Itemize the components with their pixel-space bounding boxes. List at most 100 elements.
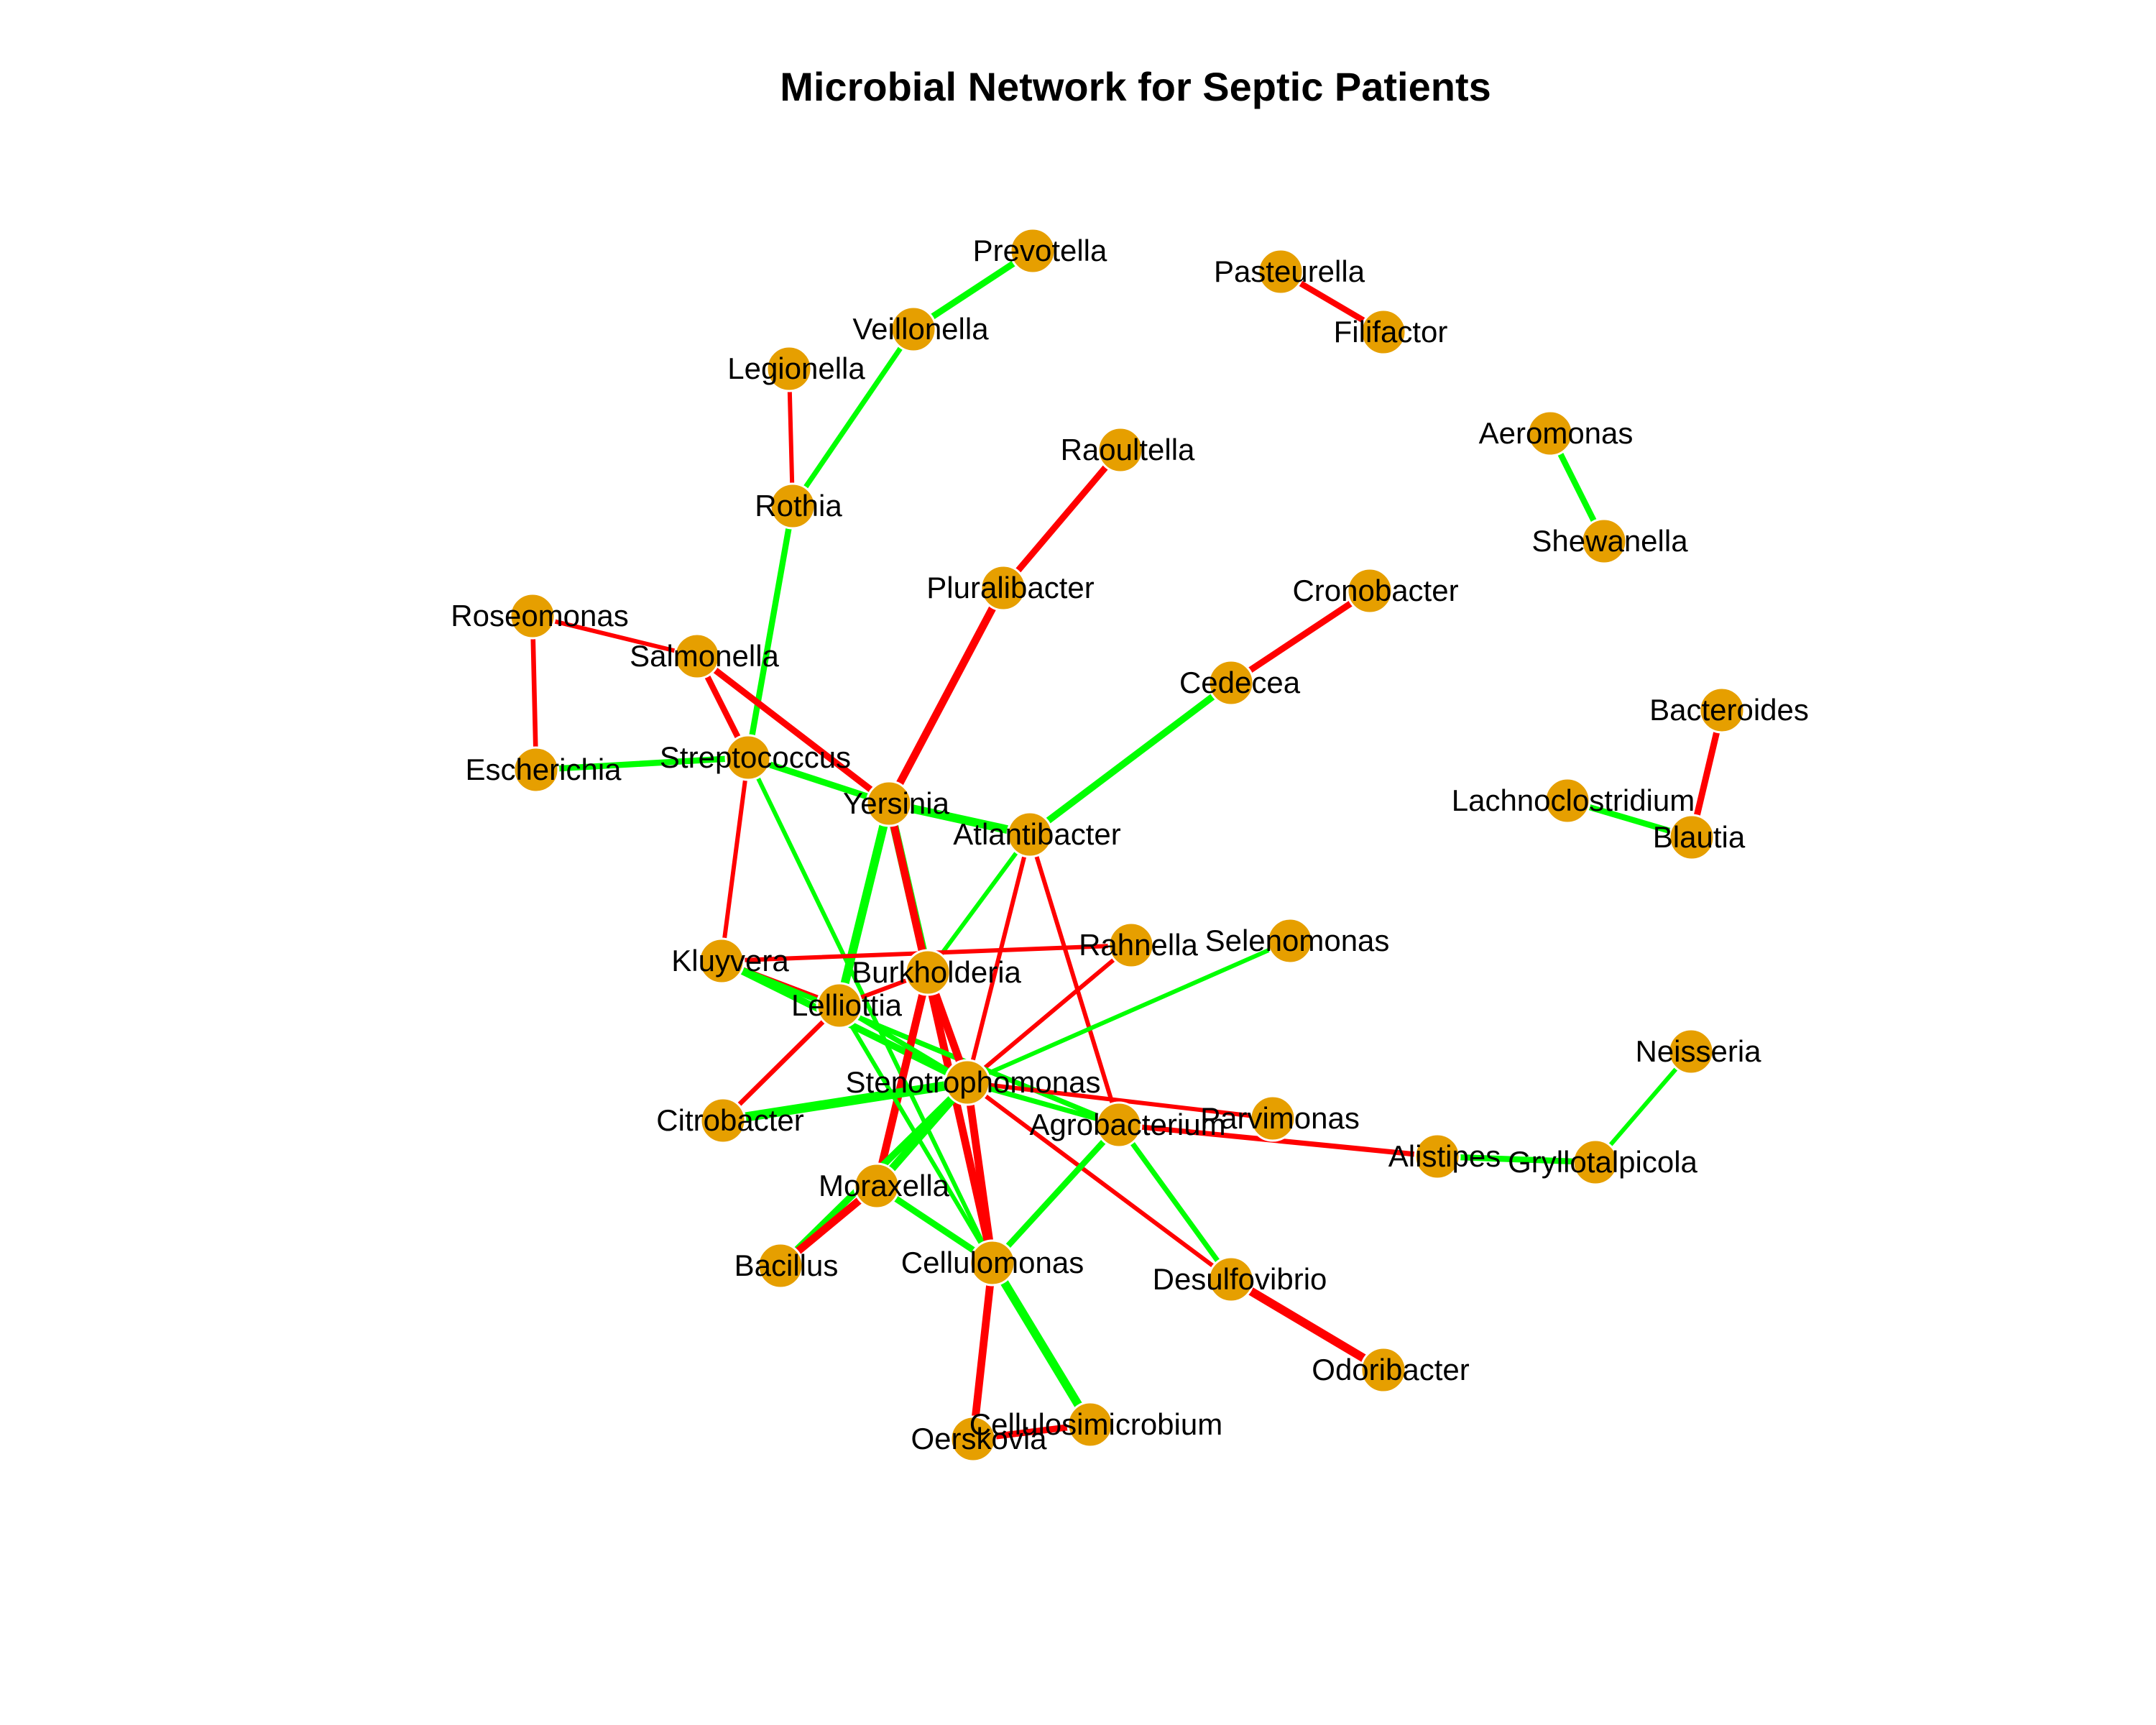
node-filifactor	[1360, 308, 1407, 356]
node-label-roseomonas: Roseomonas	[451, 599, 628, 632]
node-bacillus	[757, 1242, 804, 1289]
edge-raoultella-pluralibacter	[1000, 446, 1124, 592]
node-citrobacter	[699, 1097, 747, 1144]
node-label-cedecea: Cedecea	[1179, 666, 1301, 699]
node-label-moraxella: Moraxella	[819, 1169, 950, 1202]
edge-prevotella-veillonella	[910, 247, 1036, 333]
node-escherichia	[512, 746, 560, 794]
edge-stenotrophomonas-cellulomonas	[963, 1078, 997, 1267]
node-label-lachnoclostridium: Lachnoclostridium	[1452, 783, 1695, 817]
chart-title: Microbial Network for Septic Patients	[780, 64, 1491, 109]
edge-stenotrophomonas-agrobacterium	[964, 1080, 1122, 1128]
edge-roseomonas-escherichia	[530, 613, 539, 773]
node-prevotella	[1009, 227, 1056, 275]
edge-escherichia-streptococcus	[533, 754, 752, 773]
edge-streptococcus-yersinia	[745, 754, 893, 807]
node-label-yersinia: Yersinia	[843, 786, 950, 820]
node-label-burkholderia: Burkholderia	[852, 955, 1021, 989]
node-label-citrobacter: Citrobacter	[656, 1103, 803, 1137]
node-label-prevotella: Prevotella	[973, 234, 1107, 267]
node-streptococcus	[724, 734, 772, 781]
node-salmonella	[673, 632, 721, 680]
edge-rahnella-stenotrophomonas	[965, 943, 1133, 1085]
node-shewanella	[1580, 518, 1628, 565]
edge-alistipes-gryllotalpicola	[1434, 1153, 1599, 1166]
edge-streptococcus-kluyvera	[719, 755, 750, 963]
node-label-odoribacter: Odoribacter	[1312, 1353, 1469, 1386]
node-pasteurella	[1257, 248, 1304, 295]
edge-stenotrophomonas-parvimonas	[965, 1080, 1275, 1121]
node-label-lelliottia: Lelliottia	[791, 988, 903, 1022]
edge-cellulomonas-cellulosimicrobium	[988, 1259, 1095, 1429]
node-label-bacillus: Bacillus	[734, 1248, 839, 1282]
node-label-raoultella: Raoultella	[1061, 433, 1195, 466]
node-cellulomonas	[969, 1239, 1016, 1287]
node-label-bacteroides: Bacteroides	[1649, 693, 1809, 727]
node-veillonella	[890, 305, 937, 353]
node-rahnella	[1107, 921, 1155, 969]
edge-cellulomonas-oerskovia	[969, 1259, 997, 1443]
node-kluyvera	[698, 937, 745, 985]
node-lachnoclostridium	[1544, 777, 1591, 824]
edge-streptococcus-cellulomonas	[746, 755, 995, 1265]
edge-pluralibacter-yersinia	[885, 584, 1008, 808]
node-label-veillonella: Veillonella	[852, 312, 989, 346]
node-label-parvimonas: Parvimonas	[1200, 1101, 1360, 1135]
node-legionella	[765, 345, 813, 392]
edge-cedecea-atlantibacter	[1026, 679, 1235, 838]
node-burkholderia	[904, 949, 952, 996]
edge-agrobacterium-desulfovibrio	[1116, 1122, 1234, 1282]
edge-roseomonas-salmonella	[530, 614, 699, 658]
node-label-rahnella: Rahnella	[1079, 928, 1198, 962]
node-label-salmonella: Salmonella	[630, 639, 779, 673]
node-label-atlantibacter: Atlantibacter	[953, 817, 1120, 851]
edge-atlantibacter-burkholderia	[926, 832, 1032, 975]
node-neisseria	[1667, 1028, 1715, 1075]
node-rothia	[769, 482, 816, 530]
node-label-cellulomonas: Cellulomonas	[901, 1246, 1084, 1279]
node-label-gryllotalpicola: Gryllotalpicola	[1508, 1145, 1697, 1179]
edge-veillonella-rothia	[790, 326, 916, 509]
node-label-alistipes: Alistipes	[1388, 1139, 1501, 1173]
node-label-cronobacter: Cronobacter	[1292, 574, 1458, 607]
node-cedecea	[1207, 659, 1255, 707]
node-stenotrophomonas	[944, 1059, 991, 1106]
node-label-neisseria: Neisseria	[1635, 1034, 1761, 1068]
node-label-aeromonas: Aeromonas	[1479, 416, 1634, 450]
node-oerskovia	[949, 1415, 997, 1463]
node-label-selenomonas: Selenomonas	[1205, 924, 1390, 957]
node-label-stenotrophomonas: Stenotrophomonas	[846, 1065, 1101, 1099]
node-agrobacterium	[1095, 1101, 1143, 1149]
edge-rothia-streptococcus	[745, 502, 796, 761]
node-moraxella	[853, 1162, 900, 1210]
edge-neisseria-gryllotalpicola	[1593, 1049, 1693, 1164]
node-odoribacter	[1360, 1346, 1407, 1394]
node-bacteroides	[1698, 686, 1746, 734]
node-raoultella	[1097, 426, 1144, 474]
node-label-rothia: Rothia	[755, 489, 842, 523]
edge-yersinia-atlantibacter	[885, 799, 1034, 839]
node-layer	[509, 227, 1746, 1463]
edge-lelliottia-stenotrophomonas	[837, 1003, 970, 1085]
node-label-filifactor: Filifactor	[1334, 315, 1448, 349]
node-label-oerskovia: Oerskovia	[911, 1422, 1047, 1455]
node-label-pasteurella: Pasteurella	[1214, 254, 1365, 288]
edge-salmonella-yersinia	[694, 653, 893, 807]
node-yersinia	[865, 780, 913, 827]
node-label-blautia: Blautia	[1653, 820, 1746, 854]
node-label-legionella: Legionella	[727, 351, 865, 385]
edge-desulfovibrio-odoribacter	[1227, 1275, 1388, 1374]
edge-yersinia-cellulomonas	[885, 799, 997, 1267]
edge-selenomonas-stenotrophomonas	[965, 939, 1292, 1085]
edge-atlantibacter-stenotrophomonas	[965, 832, 1032, 1085]
node-lelliottia	[816, 982, 863, 1029]
edge-lelliottia-citrobacter	[720, 1003, 842, 1123]
edge-agrobacterium-cellulomonas	[989, 1121, 1123, 1266]
node-roseomonas	[509, 592, 556, 640]
node-alistipes	[1414, 1133, 1461, 1180]
node-cronobacter	[1346, 567, 1393, 615]
node-atlantibacter	[1006, 811, 1054, 858]
edge-burkholderia-moraxella	[872, 968, 932, 1190]
node-label-desulfovibrio: Desulfovibrio	[1153, 1262, 1327, 1296]
